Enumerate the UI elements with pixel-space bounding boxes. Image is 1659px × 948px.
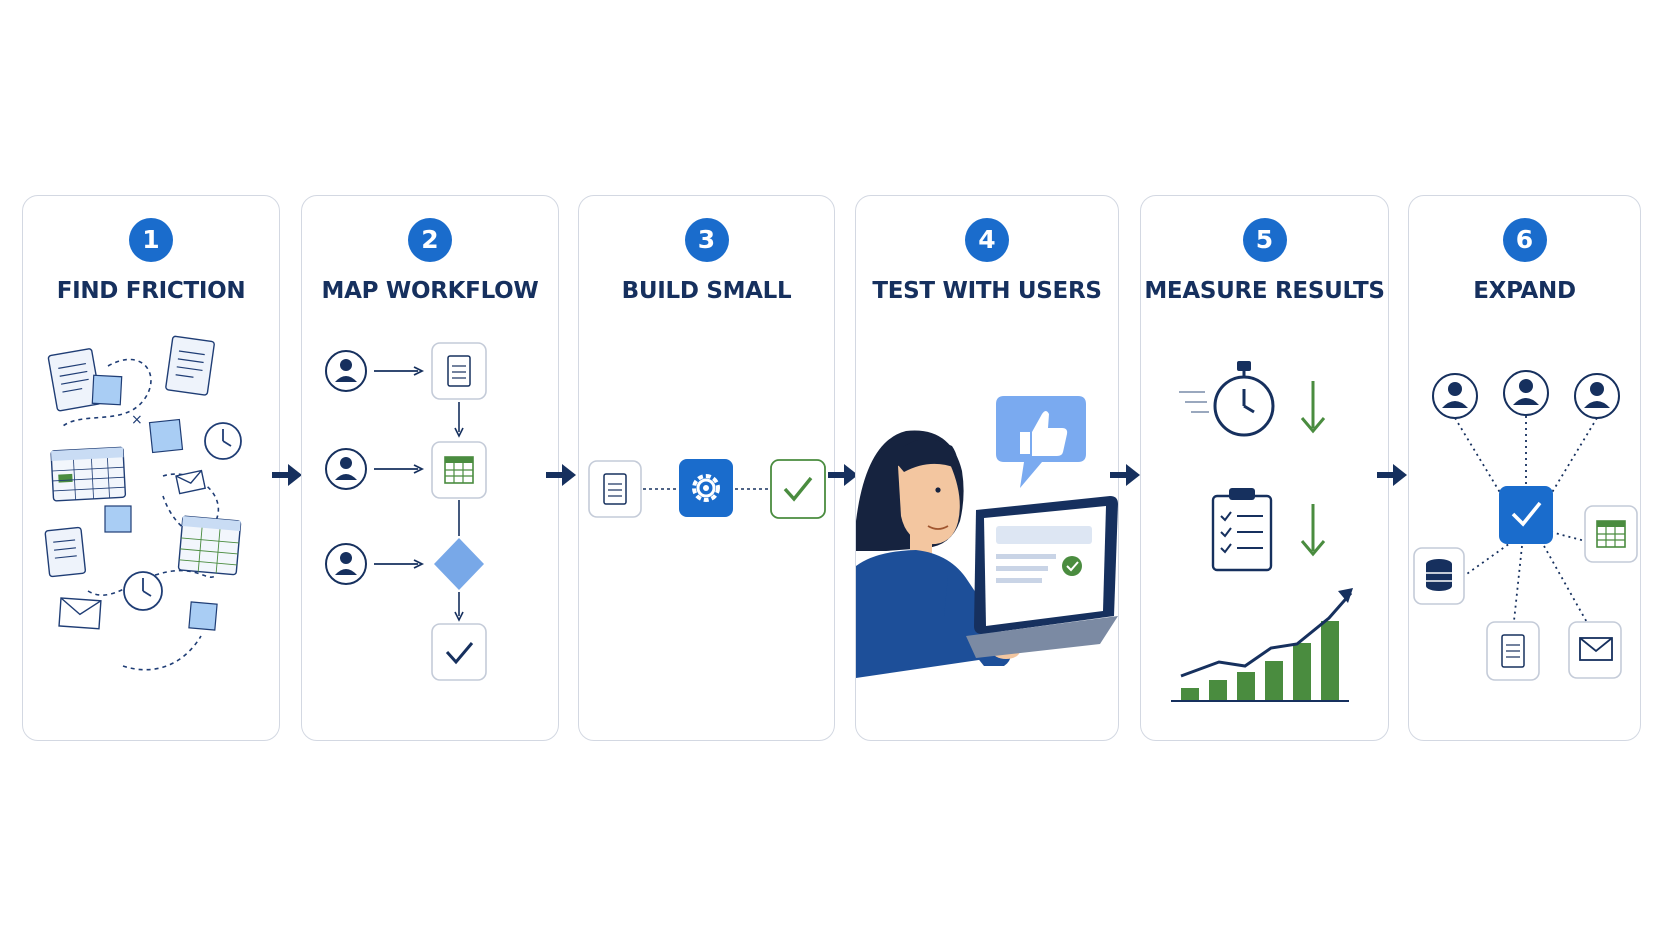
stopwatch-icon (1179, 361, 1275, 437)
step-card-build-small: 3 BUILD SMALL (578, 195, 835, 741)
step-title: EXPAND (1473, 278, 1576, 304)
clock-icon (204, 422, 242, 460)
step-card-map-workflow: 2 MAP WORKFLOW (301, 195, 559, 741)
user-icon (325, 448, 367, 490)
svg-text:×: × (131, 412, 143, 428)
step-card-expand: 6 EXPAND (1408, 195, 1641, 741)
envelope-icon (1568, 621, 1622, 679)
approved-hub-icon (1499, 486, 1553, 544)
expansion-network-diagram (1413, 370, 1638, 681)
user-icon (325, 543, 367, 585)
step-card-measure-results: 5 MEASURE RESULTS (1140, 195, 1389, 741)
user-testing-illustration (856, 396, 1118, 678)
workflow-map-diagram (325, 342, 487, 681)
step-number-badge: 6 (1502, 218, 1547, 262)
arrow-down-icon (1300, 504, 1326, 557)
user-icon (1432, 373, 1478, 419)
step-title: BUILD SMALL (621, 278, 792, 304)
laptop-icon (966, 496, 1118, 658)
arrow-down-icon (1300, 381, 1326, 434)
sticky-note-icon (188, 601, 218, 631)
flow-arrow-icon (1110, 464, 1140, 486)
document-icon (44, 526, 87, 578)
sticky-note-icon (148, 418, 184, 454)
small-build-pipeline (588, 459, 826, 519)
step-title: MAP WORKFLOW (321, 278, 539, 304)
user-icon (1503, 370, 1549, 416)
step-card-find-friction: 1 FIND FRICTION × (22, 195, 280, 741)
success-check-icon (770, 459, 826, 519)
document-icon (1486, 621, 1540, 681)
thumbs-up-feedback-icon (996, 396, 1086, 488)
step-title: MEASURE RESULTS (1144, 278, 1385, 304)
gear-icon (679, 459, 733, 517)
user-icon (325, 350, 367, 392)
spreadsheet-icon (50, 446, 127, 502)
spreadsheet-step-icon (431, 441, 487, 499)
spreadsheet-icon (1584, 505, 1638, 563)
document-step-icon (431, 342, 487, 400)
document-step-icon (588, 460, 642, 518)
step-title: FIND FRICTION (56, 278, 246, 304)
decision-diamond-icon (434, 538, 484, 590)
growth-chart-icon (1171, 588, 1353, 702)
flow-arrow-icon (272, 464, 302, 486)
envelope-icon (175, 469, 207, 495)
results-illustration (1171, 361, 1353, 702)
sticky-note-icon (104, 505, 132, 533)
step-card-test-with-users: 4 TEST WITH USERS (855, 195, 1119, 741)
sticky-note-icon (91, 374, 123, 406)
flow-arrow-icon (828, 464, 858, 486)
user-icon (1574, 373, 1620, 419)
document-icon (165, 335, 215, 396)
clock-icon (123, 571, 163, 611)
step-number-badge: 1 (129, 218, 173, 262)
step-title: TEST WITH USERS (872, 278, 1102, 304)
flow-arrow-icon (546, 464, 576, 486)
spreadsheet-icon (177, 515, 242, 576)
step-number-badge: 5 (1242, 218, 1287, 262)
step-number-badge: 2 (408, 218, 452, 262)
envelope-icon (58, 597, 102, 630)
database-icon (1413, 547, 1465, 605)
scattered-work-illustration: × (44, 335, 242, 671)
document-icon (47, 348, 102, 412)
checkmark-step-icon (431, 623, 487, 681)
checklist-icon (1211, 488, 1273, 572)
flow-arrow-icon (1377, 464, 1407, 486)
step-number-badge: 3 (684, 218, 729, 262)
step-number-badge: 4 (965, 218, 1009, 262)
